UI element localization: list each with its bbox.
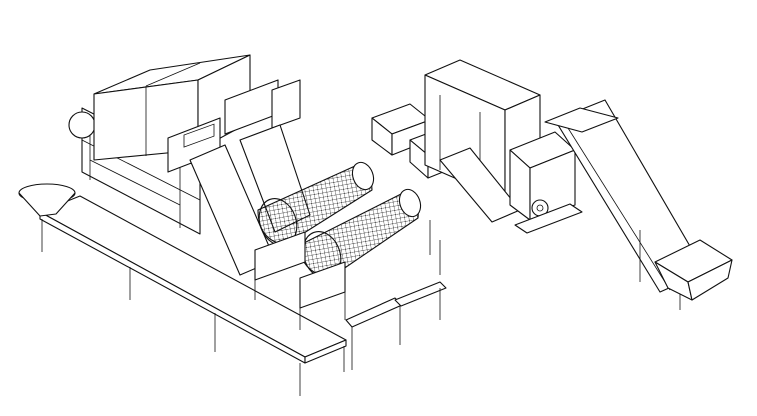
drum-end-cap <box>351 161 375 191</box>
hopper-side <box>687 259 733 301</box>
box-divider-top <box>145 62 201 87</box>
peeler-unit <box>509 131 583 234</box>
front-stands <box>345 281 447 370</box>
drum-washer-lower <box>299 188 422 279</box>
tank-end <box>68 111 96 139</box>
panel-label-frame <box>183 123 215 148</box>
elevator-head <box>544 107 619 133</box>
peeler-base <box>514 203 583 234</box>
elevator-rail <box>567 127 671 291</box>
frame-rail <box>89 159 181 206</box>
output-hopper <box>654 239 733 301</box>
control-panel-3 <box>271 79 301 129</box>
side-tank <box>68 111 96 139</box>
table-edge-end <box>304 339 347 364</box>
drum-washer-upper <box>257 161 375 246</box>
drum-support-frame <box>254 220 441 330</box>
motor-pulley-hub <box>536 204 544 212</box>
stand-top <box>345 297 403 328</box>
drum-end-cap <box>398 188 422 218</box>
stand-top <box>394 281 447 307</box>
left-feed-hopper <box>18 183 76 217</box>
control-panels <box>167 79 301 173</box>
support-panel <box>254 231 306 281</box>
hopper-body <box>18 192 76 217</box>
